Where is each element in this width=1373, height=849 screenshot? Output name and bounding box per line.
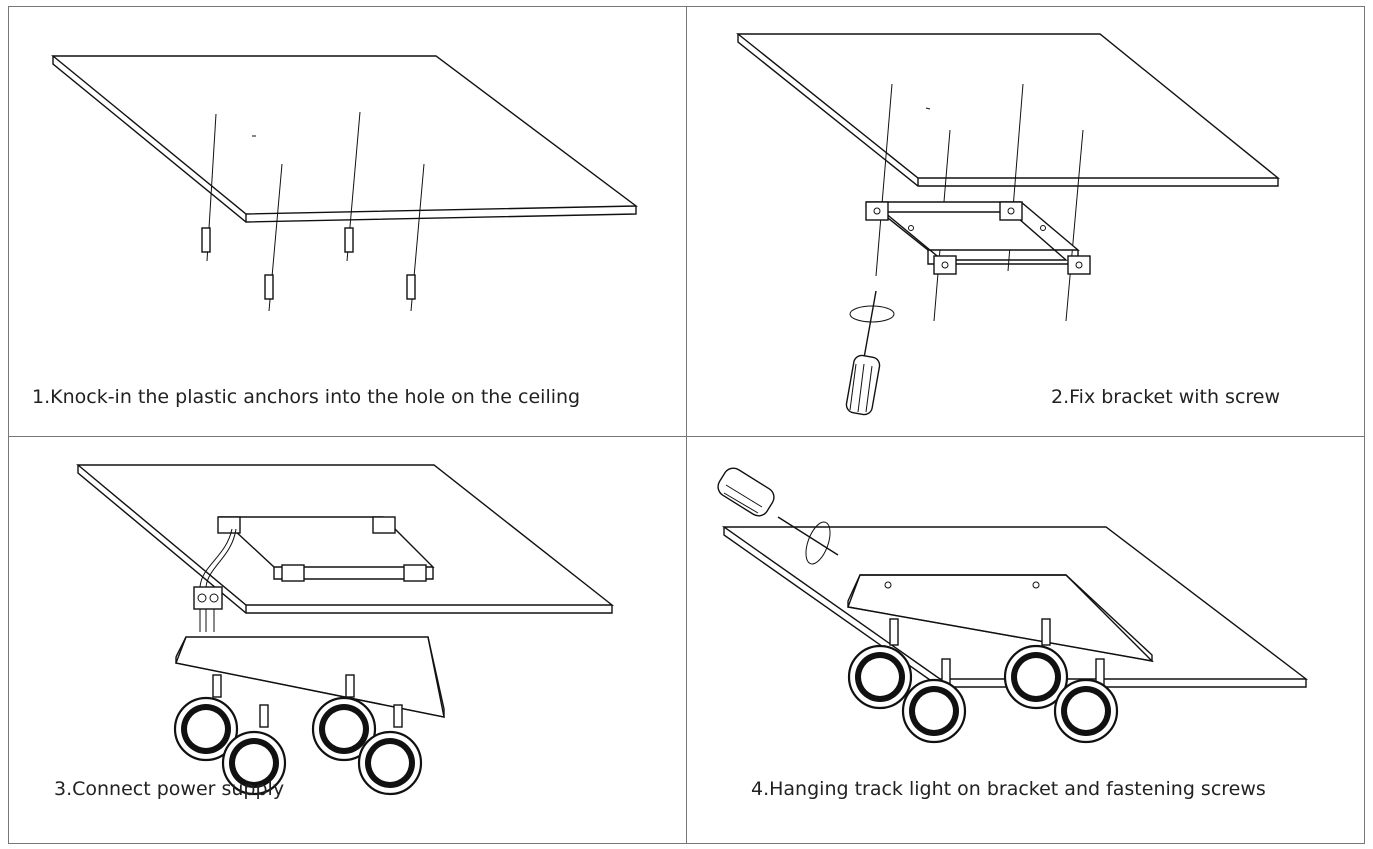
mounting-bracket <box>865 201 1091 275</box>
step-3-illustration <box>76 464 615 796</box>
light-base-plate <box>175 636 445 718</box>
step-1-illustration <box>51 55 639 312</box>
spotlight-3 <box>311 674 377 762</box>
step-2-illustration <box>736 33 1280 416</box>
step-4-illustration <box>717 467 1309 744</box>
mounting-bracket <box>217 516 435 582</box>
anchor-3 <box>344 111 361 262</box>
spotlight-4 <box>1053 658 1119 744</box>
spotlight-4 <box>357 704 423 796</box>
step-2-caption: 2.Fix bracket with screw <box>1051 386 1281 408</box>
spotlight-3 <box>1003 618 1069 710</box>
anchor-1 <box>201 113 217 262</box>
connector-block <box>193 528 237 632</box>
step-1-caption: 1.Knock-in the plastic anchors into the … <box>32 386 581 408</box>
screwdriver-icon <box>845 290 895 416</box>
step-1-panel: 1.Knock-in the plastic anchors into the … <box>8 6 686 436</box>
vertical-divider <box>686 6 687 844</box>
step-4-caption: 4.Hanging track light on bracket and fas… <box>751 778 1266 800</box>
step-3-panel: 3.Connect power supply <box>8 437 686 844</box>
step-2-panel: 2.Fix bracket with screw <box>686 6 1365 436</box>
screwdriver-icon <box>717 467 839 565</box>
anchor-4 <box>406 163 425 312</box>
spotlight-1 <box>847 618 913 710</box>
horizontal-divider <box>8 436 1365 437</box>
spotlight-2 <box>901 658 967 744</box>
anchor-2 <box>264 163 283 312</box>
step-4-panel: 4.Hanging track light on bracket and fas… <box>686 437 1365 844</box>
spotlight-2 <box>221 704 287 796</box>
light-base-plate <box>847 574 1155 663</box>
spotlight-1 <box>173 674 239 762</box>
step-3-caption: 3.Connect power supply <box>54 778 285 800</box>
